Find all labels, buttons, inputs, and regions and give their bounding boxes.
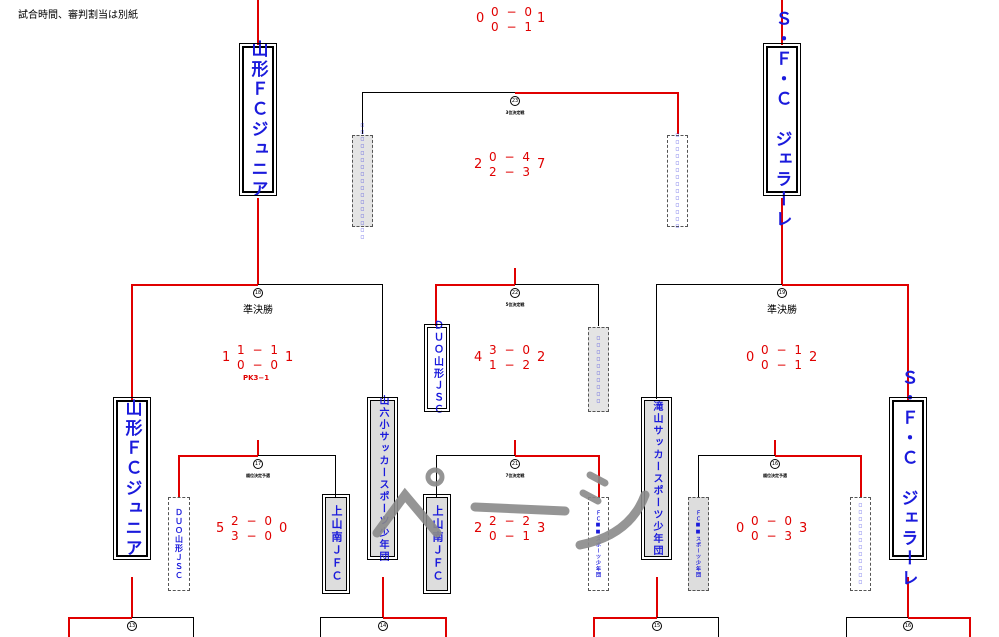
m23-total-right: 7 — [537, 157, 546, 172]
match-number-17: 17 — [253, 459, 263, 469]
m17-score-2: 3 − 0 — [231, 529, 274, 543]
team-duo-low: ＤＵＯ山形ＪＳＣ — [168, 497, 190, 591]
team-third-left: □□□□□□□□□□□□□□□□□ — [352, 122, 373, 241]
team-yamagata-fc-top: 山形ＦＣジュニア — [239, 40, 277, 200]
m17-total-right: 0 — [279, 521, 288, 536]
final-total-right: 1 — [537, 11, 546, 26]
team-fifth-right: □□□□□□□□□□ — [588, 327, 609, 412]
m18-score-1: 1 − 1 — [237, 343, 280, 357]
match-number-14: 14 — [378, 621, 388, 631]
m23-total-left: 2 — [474, 157, 483, 172]
team-duo-mid: ＤＵＯ山形ＪＳＣ — [424, 320, 450, 416]
m19-score-2: 0 − 1 — [761, 358, 804, 372]
match-22-label: 5位決定戦 — [505, 302, 525, 307]
m21-score-2: 0 − 1 — [489, 529, 532, 543]
team-fc-b: ＦＣ■■スポーツ少年団 — [688, 497, 709, 591]
match-23-label: 3位決定戦 — [505, 110, 525, 115]
m19-total-left: 0 — [746, 350, 755, 365]
match-number-16-bottom: 16 — [903, 621, 913, 631]
match-21-label: 7位決定戦 — [505, 473, 525, 478]
m19-score-1: 0 − 1 — [761, 343, 804, 357]
m16-score-1: 0 − 0 — [751, 514, 794, 528]
m17-score-1: 2 − 0 — [231, 514, 274, 528]
match-18-label: 準決勝 — [243, 305, 273, 316]
m17-total-left: 5 — [216, 521, 225, 536]
match-number-22: 22 — [510, 288, 520, 298]
m22-score-1: 3 − 0 — [489, 343, 532, 357]
m21-score-1: 2 − 2 — [489, 514, 532, 528]
page-watermark — [372, 467, 650, 550]
team-third-right: □□□□□□□□□□□□□□ — [667, 132, 688, 230]
team-last: □□□□□□□□□□□□ — [850, 497, 871, 591]
team-takiyama: 滝山サッカースポーツ少年団 — [641, 397, 672, 560]
match-number-13: 13 — [127, 621, 137, 631]
m16-total-left: 0 — [736, 521, 745, 536]
final-score-1: 0 − 0 — [491, 5, 534, 19]
m16-score-2: 0 − 3 — [751, 529, 794, 543]
m22-score-2: 1 − 2 — [489, 358, 532, 372]
match-number-21: 21 — [510, 459, 520, 469]
team-yamagata-fc-semi: 山形ＦＣジュニア — [113, 397, 151, 560]
final-total-left: 0 — [476, 11, 485, 26]
m18-total-right: 1 — [285, 350, 294, 365]
match-number-16: 16 — [770, 459, 780, 469]
match-16-label: 順位決定予選 — [763, 473, 787, 478]
m23-score-1: 0 − 4 — [489, 150, 532, 164]
m18-score-2: 0 − 0 — [237, 358, 280, 372]
m18-total-left: 1 — [222, 350, 231, 365]
team-sfc-semi: Ｓ・Ｆ・Ｃ ジェラーレ — [889, 369, 927, 589]
match-17-label: 順位決定予選 — [246, 473, 270, 478]
final-score-2: 0 − 1 — [491, 20, 534, 34]
team-kaminoyama-left: 上山南ＪＦＣ — [322, 494, 350, 594]
m22-total-left: 4 — [474, 350, 483, 365]
m21-total-left: 2 — [474, 521, 483, 536]
match-19-label: 準決勝 — [767, 305, 797, 316]
team-sfc-top: Ｓ・Ｆ・Ｃ ジェラーレ — [763, 10, 801, 230]
match-number-18: 18 — [253, 288, 263, 298]
schedule-note: 試合時間、審判割当は別紙 — [18, 10, 138, 21]
m23-score-2: 2 − 3 — [489, 165, 532, 179]
m19-total-right: 2 — [809, 350, 818, 365]
m22-total-right: 2 — [537, 350, 546, 365]
m21-total-right: 3 — [537, 521, 546, 536]
match-number-15: 15 — [652, 621, 662, 631]
match-number-19: 19 — [777, 288, 787, 298]
m16-total-right: 3 — [799, 521, 808, 536]
match-number-23: 23 — [510, 96, 520, 106]
m18-penalty-kick: PK3−1 — [243, 374, 270, 382]
